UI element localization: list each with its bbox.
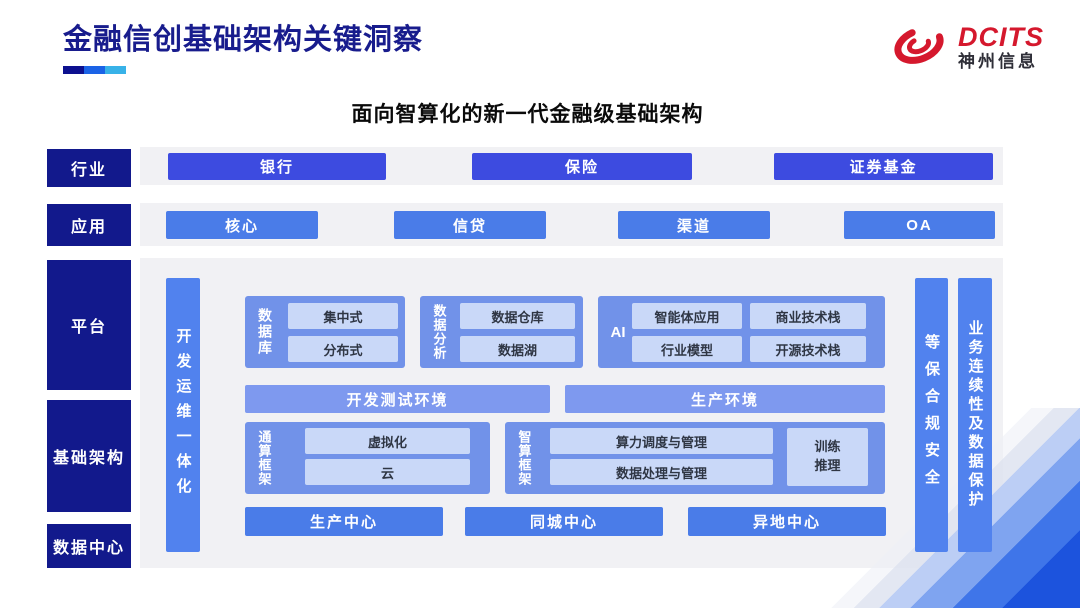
- dcits-swirl-icon: [888, 17, 950, 78]
- section-general-compute: 通算框架 虚拟化 云: [245, 422, 490, 494]
- section-database-label: 数据库: [257, 308, 273, 356]
- row-label-industry: 行业: [47, 149, 131, 187]
- logo-company-text: 神州信息: [958, 52, 1038, 72]
- row-label-application: 应用: [47, 204, 131, 246]
- section-analytics: 数据分析 数据仓库 数据湖: [420, 296, 583, 368]
- datacenter-item-production: 生产中心: [245, 507, 443, 536]
- diagram-subtitle: 面向智算化的新一代金融级基础架构: [351, 103, 704, 126]
- side-label-datacenter: 数据中心: [47, 524, 131, 568]
- side-label-platform: 平台: [47, 260, 131, 390]
- ai-compute-item-scheduling: 算力调度与管理: [550, 428, 773, 454]
- environment-devtest: 开发测试环境: [245, 385, 550, 413]
- application-item-core: 核心: [166, 211, 318, 239]
- section-analytics-label: 数据分析: [431, 304, 447, 360]
- ai-item-commercial-stack: 商业技术栈: [750, 303, 866, 329]
- section-ai: AI 智能体应用 商业技术栈 行业模型 开源技术栈: [598, 296, 885, 368]
- application-item-oa: OA: [844, 211, 995, 239]
- application-item-credit: 信贷: [394, 211, 546, 239]
- vertical-bar-devops: 开发运维一体化: [166, 278, 200, 552]
- application-row-strip: 核心 信贷 渠道 OA: [140, 203, 1003, 246]
- application-item-channel: 渠道: [618, 211, 770, 239]
- industry-row-strip: 银行 保险 证券基金: [140, 147, 1003, 185]
- vertical-bar-continuity: 业务连续性及数据保护: [958, 278, 992, 552]
- section-ai-label: AI: [610, 323, 626, 341]
- environment-production: 生产环境: [565, 385, 885, 413]
- page-title: 金融信创基础架构关键洞察: [63, 24, 424, 56]
- section-ai-compute: 智算框架 算力调度与管理 数据处理与管理 训练 推理: [505, 422, 885, 494]
- ai-item-industry-model: 行业模型: [632, 336, 742, 362]
- industry-item-insurance: 保险: [472, 153, 692, 180]
- datacenter-item-remote: 异地中心: [688, 507, 886, 536]
- ai-compute-item-data-processing: 数据处理与管理: [550, 459, 773, 485]
- vertical-bar-compliance: 等保合规安全: [915, 278, 948, 552]
- industry-item-bank: 银行: [168, 153, 386, 180]
- company-logo: DCITS 神州信息: [888, 14, 1058, 80]
- side-label-infrastructure: 基础架构: [47, 400, 131, 512]
- ai-item-opensource-stack: 开源技术栈: [750, 336, 866, 362]
- ai-item-agent-app: 智能体应用: [632, 303, 742, 329]
- database-item-distributed: 分布式: [288, 336, 398, 362]
- datacenter-item-samecity: 同城中心: [465, 507, 663, 536]
- title-underline: [63, 66, 126, 74]
- analytics-item-warehouse: 数据仓库: [460, 303, 575, 329]
- industry-item-securities: 证券基金: [774, 153, 993, 180]
- section-database: 数据库 集中式 分布式: [245, 296, 405, 368]
- database-item-centralized: 集中式: [288, 303, 398, 329]
- ai-compute-item-train-inference: 训练 推理: [787, 428, 868, 486]
- general-compute-item-virtualization: 虚拟化: [305, 428, 470, 454]
- analytics-item-lake: 数据湖: [460, 336, 575, 362]
- section-general-compute-label: 通算框架: [256, 430, 272, 486]
- general-compute-item-cloud: 云: [305, 459, 470, 485]
- section-ai-compute-label: 智算框架: [516, 430, 532, 486]
- logo-brand-text: DCITS: [958, 21, 1044, 52]
